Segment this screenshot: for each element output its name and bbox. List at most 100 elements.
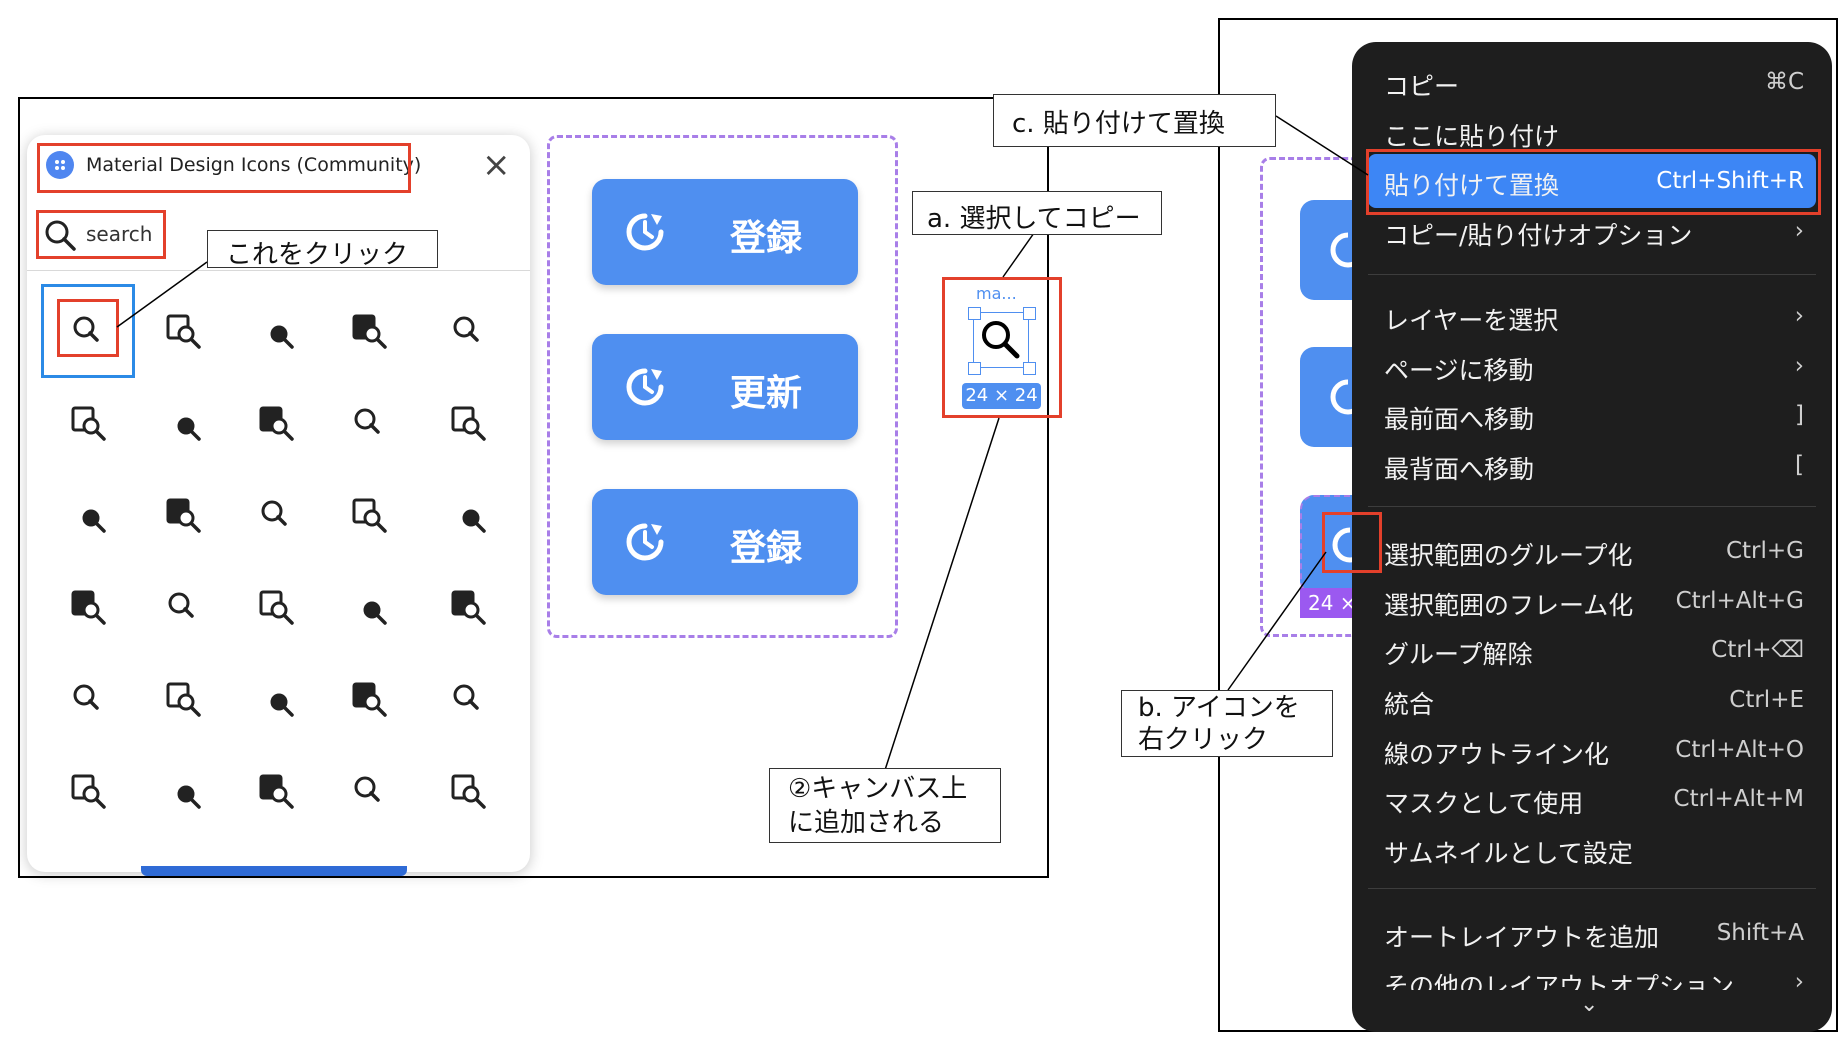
table-search-icon[interactable] [451,590,486,625]
button-frame-partial [1260,157,1360,637]
menu-separator [1368,506,1816,507]
callout-click-this: これをクリック [207,230,438,270]
button-partial[interactable] [1300,347,1366,447]
added-icon-highlight-box [942,277,1062,418]
list-search-icon[interactable] [168,592,194,618]
event-search-icon[interactable] [352,682,387,717]
menu-separator [1368,274,1816,275]
search-input[interactable]: search [86,222,153,246]
title-highlight-box [37,143,411,193]
file-search-outline-icon[interactable] [270,693,294,717]
callout-line: に追加される [788,808,945,838]
close-icon[interactable]: × [482,145,511,185]
update-button[interactable]: 更新 [592,334,858,440]
paste-replace-highlight-box [1366,149,1821,215]
right-click-target-box [1322,512,1382,573]
car-search-outline-icon[interactable] [259,774,294,809]
document-search-icon[interactable] [453,684,479,710]
menu-item-copy-paste-options[interactable]: コピー/貼り付けオプション› [1384,218,1804,250]
search-icon [982,321,1020,359]
menu-item-send-to-back[interactable]: 最背面へ移動[ [1384,452,1804,484]
search-icon [43,218,77,252]
resize-handle[interactable] [968,362,981,375]
zoom-out-icon[interactable] [451,406,486,441]
register-button[interactable]: 登録 [592,179,858,285]
person-search-outline-icon[interactable] [259,406,294,441]
page-search-icon[interactable] [71,774,106,809]
size-badge: 24 × 24 [962,383,1041,409]
callout-paste-replace: c. 貼り付けて置換 [993,94,1276,147]
callout-added-to-canvas: ②キャンバス上 に追加される [769,768,1001,843]
resize-handle[interactable] [968,307,981,320]
menu-item-bring-to-front[interactable]: 最前面へ移動] [1384,402,1804,434]
selected-icon-cell[interactable] [41,284,135,378]
search-off-icon[interactable] [261,500,287,526]
text-search-icon[interactable] [363,601,387,625]
location-searching-icon[interactable] [166,498,201,533]
menu-item-select-layer[interactable]: レイヤーを選択› [1384,303,1804,335]
home-search-icon[interactable] [352,498,387,533]
refresh-clock-icon [626,213,664,251]
button-label: 登録 [730,528,803,569]
button-label: 登録 [730,218,803,259]
layer-name-label: ma... [976,284,1017,303]
chevron-down-icon[interactable]: ⌄ [1580,992,1599,1017]
zoom-in-icon[interactable] [270,325,294,349]
menu-item-paste-here[interactable]: ここに貼り付け [1384,122,1560,151]
find-in-page-outline-icon[interactable] [71,406,106,441]
callout-select-copy: a. 選択してコピー [912,191,1162,235]
plugin-logo-icon [46,151,74,179]
search-icon[interactable] [73,316,99,342]
home-search-outline-icon[interactable] [462,509,486,533]
menu-item-more-layout-options[interactable]: その他のレイアウトオプション› [1384,969,1804,990]
travel-explore-icon[interactable] [166,314,201,349]
folder-search-icon[interactable] [166,682,201,717]
menu-item-go-to-page[interactable]: ページに移動› [1384,353,1804,385]
menu-item-copy[interactable]: コピー⌘C [1384,69,1804,101]
callout-right-click: b. アイコンを 右クリック [1121,690,1333,757]
resize-handle[interactable] [1023,362,1036,375]
person-search-icon[interactable] [177,417,201,441]
callout-line: 右クリック [1138,725,1269,755]
map-search-outline-icon[interactable] [451,774,486,809]
icon-grid [27,283,530,863]
plugin-bottom-bar [141,866,407,876]
button-partial[interactable] [1300,200,1366,300]
button-frame[interactable] [547,135,898,638]
image-search-icon[interactable] [354,408,380,434]
callout-line: b. アイコンを [1138,693,1300,723]
plugin-title: Material Design Icons (Community) [86,154,422,176]
register-button[interactable]: 登録 [592,489,858,595]
menu-item-set-thumbnail[interactable]: サムネイルとして設定 [1384,839,1633,868]
manage-search-icon[interactable] [259,590,294,625]
menu-item-highlight [1368,154,1816,208]
resize-handle[interactable] [1023,307,1036,320]
added-search-icon[interactable] [973,312,1029,368]
size-badge-partial: 24 × [1300,588,1360,618]
car-search-icon[interactable] [177,785,201,809]
search-highlight-box [36,210,166,259]
calendar-search-outline-icon[interactable] [73,684,99,710]
callout-line: ②キャンバス上 [788,774,968,804]
map-search-icon[interactable] [354,776,380,802]
refresh-clock-icon [626,523,664,561]
button-label: 更新 [730,373,803,414]
search-icon-highlight-box [57,299,119,357]
zoom-out-outline-icon[interactable] [82,509,106,533]
refresh-clock-icon [626,368,664,406]
find-in-page-icon[interactable] [453,316,479,342]
zoom-in-outline-icon[interactable] [352,314,387,349]
menu-separator [1368,888,1816,889]
receipt-search-icon[interactable] [71,590,106,625]
divider [27,270,530,271]
